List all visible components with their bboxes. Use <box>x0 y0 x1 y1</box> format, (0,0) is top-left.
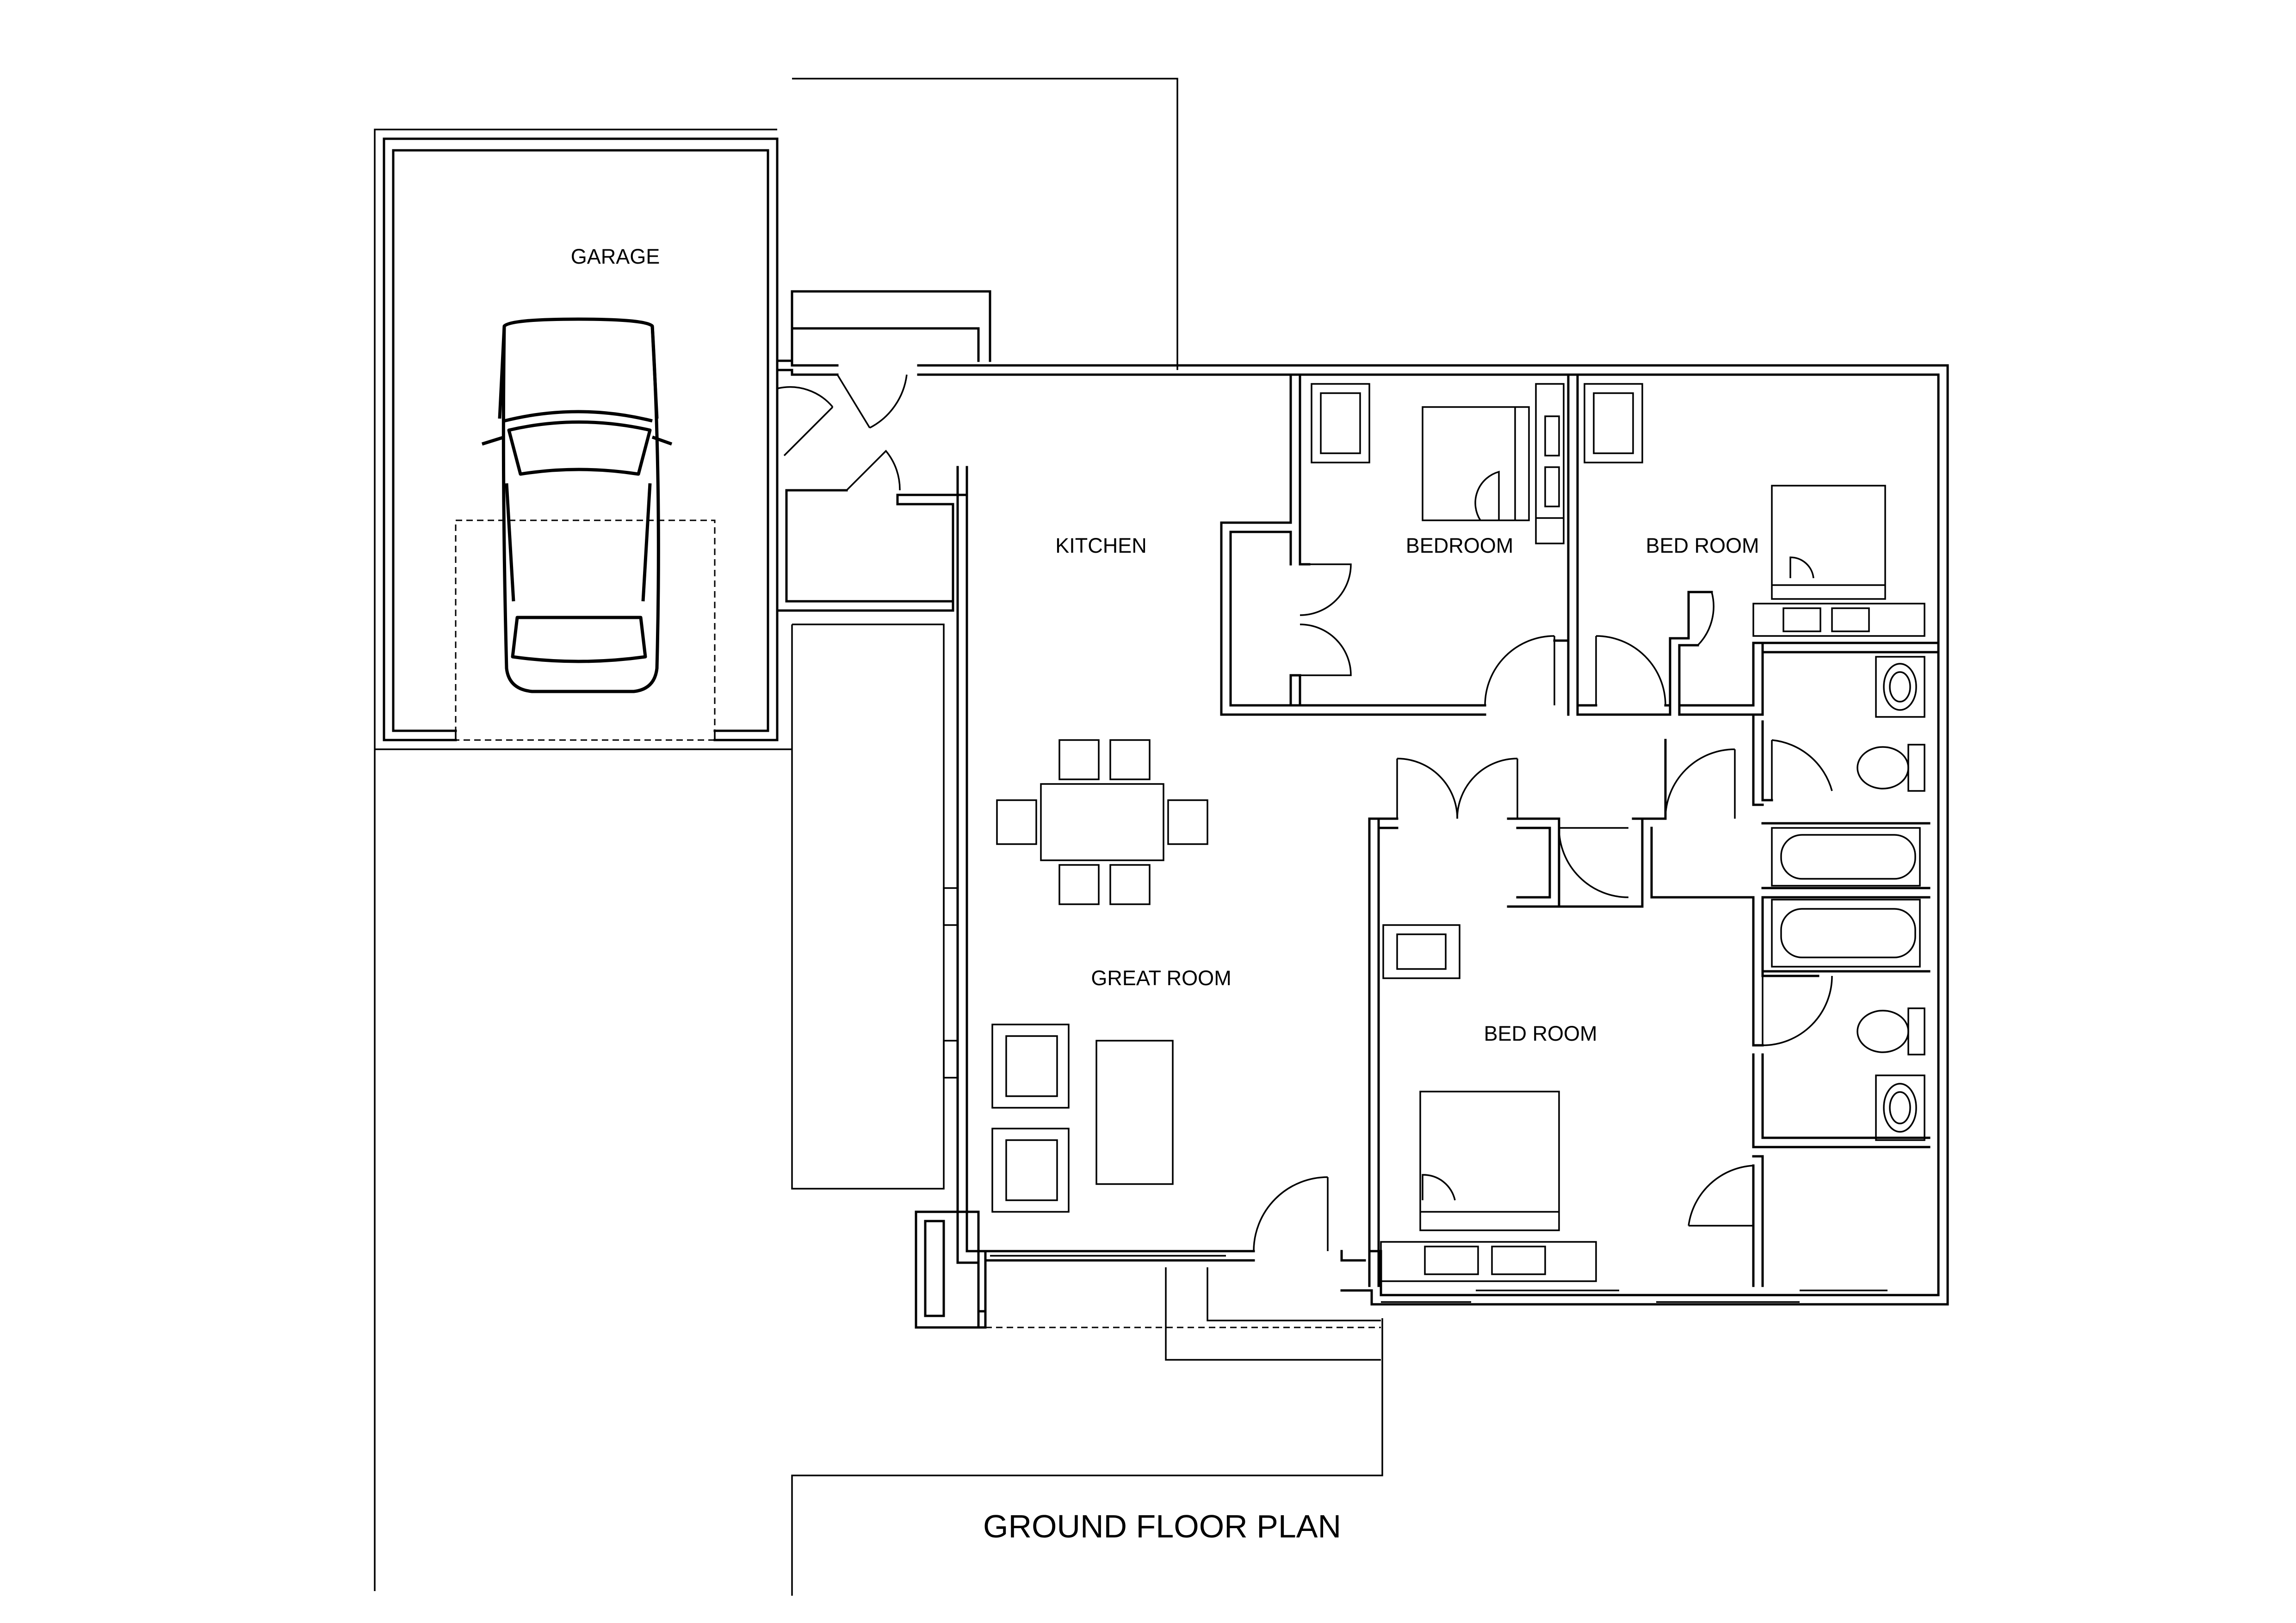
coffee-table-icon <box>1095 1040 1174 1185</box>
room-label-kitchen: KITCHEN <box>1055 534 1147 557</box>
bed-icon <box>1752 485 1925 637</box>
bed-icon <box>1380 1091 1597 1282</box>
room-label-bed-room-east: BED ROOM <box>1646 534 1759 557</box>
room-label-great-room: GREAT ROOM <box>1091 966 1232 990</box>
main-house-walls <box>791 364 1949 1361</box>
entry-doors <box>777 374 908 491</box>
chair-icon <box>1311 383 1643 979</box>
bathtub-icon <box>1771 827 1921 968</box>
dining-set-icon <box>996 739 1208 905</box>
entry-walls <box>776 290 1176 612</box>
garage <box>375 137 792 750</box>
armchair-icon <box>991 1024 1070 1213</box>
site-boundary <box>374 78 1383 1596</box>
room-label-garage: GARAGE <box>570 245 660 268</box>
front-door <box>1253 1176 1329 1252</box>
bed-icon <box>1422 383 1565 544</box>
room-label-bedroom: BEDROOM <box>1405 534 1514 557</box>
room-label-bed-room-south: BED ROOM <box>1484 1022 1597 1045</box>
plan-title: GROUND FLOOR PLAN <box>983 1508 1341 1544</box>
car-icon <box>481 317 673 693</box>
sink-icon <box>1875 656 1925 1141</box>
interior-walls <box>1220 373 1940 1303</box>
toilet-icon <box>1857 744 1925 1055</box>
